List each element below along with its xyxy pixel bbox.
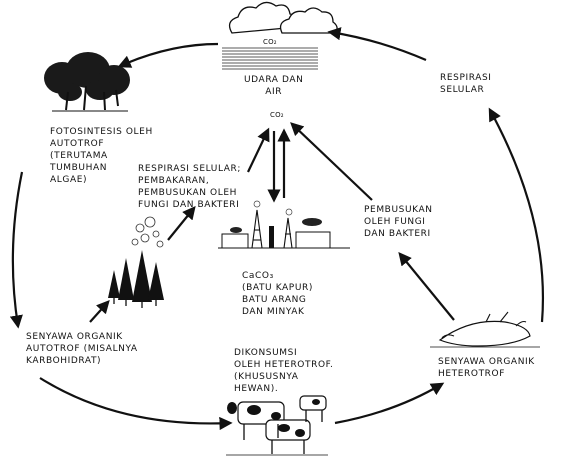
arrow-air-to-trees <box>117 42 219 68</box>
arrow-pembusukan-to-co2 <box>290 122 373 201</box>
arrow-senyawa-to-cattle <box>39 377 233 431</box>
arrow-respirasi-to-air <box>327 27 427 62</box>
dead-animal-icon <box>430 311 540 348</box>
tree-icon <box>44 52 130 112</box>
udara-dan-air-label: UDARA DAN AIR <box>244 75 304 97</box>
cloud-water-icon <box>222 1 338 70</box>
arrow-to-co2-from-left <box>247 127 270 173</box>
respirasi-selular-label: RESPIRASI SELULAR <box>440 73 492 95</box>
senyawa-autotrof-label: SENYAWA ORGANIK AUTOTROF (MISALNYA KARBO… <box>26 332 138 366</box>
caco3-label: CaCO₃ (BATU KAPUR) BATU ARANG DAN MINYAK <box>242 271 313 317</box>
arrow-heterotrof-to-pembusukan <box>398 251 455 321</box>
arrow-cattle-to-heterotrof <box>334 382 445 425</box>
co2-middle-label: CO₂ <box>270 111 284 119</box>
respirasi-pembakaran-label: RESPIRASI SELULAR; PEMBAKARAN, PEMBUSUKA… <box>138 164 242 210</box>
arrow-fire-to-co2 <box>167 205 196 241</box>
dikonsumsi-label: DIKONSUMSI OLEH HETEROTROF. (KHUSUSNYA H… <box>234 348 334 394</box>
arrow-trees-to-senyawa-autotrof <box>9 171 24 329</box>
fotosintesis-label: FOTOSINTESIS OLEH AUTOTROF (TERUTAMA TUM… <box>50 127 153 185</box>
fire-icon <box>108 216 164 308</box>
co2-top-label: CO₂ <box>263 38 277 46</box>
arrow-heterotrof-to-respirasi <box>488 107 545 323</box>
pembusukan-label: PEMBUSUKAN OLEH FUNGI DAN BAKTERI <box>364 205 433 239</box>
factory-icon <box>218 200 350 249</box>
cattle-icon <box>226 395 328 456</box>
arrow-senyawa-up-to-fire <box>89 300 110 323</box>
senyawa-heterotrof-label: SENYAWA ORGANIK HETEROTROF <box>438 357 535 379</box>
